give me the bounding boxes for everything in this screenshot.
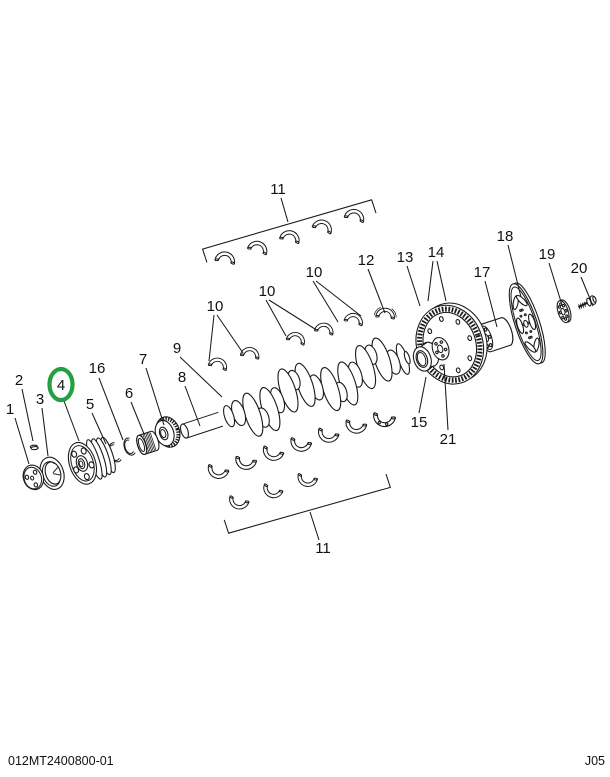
highlight-ring	[47, 366, 75, 403]
bearing-shell	[287, 436, 313, 455]
bearing-shell	[285, 329, 308, 347]
part-21-hub-bolt-circle	[431, 336, 450, 361]
bearing-shell-with-holes	[371, 412, 395, 428]
bearing-shell	[214, 249, 238, 266]
part-15-pilot-bore	[412, 341, 440, 372]
callout-10a[interactable]: 10	[207, 298, 224, 315]
callout-8[interactable]: 8	[178, 369, 186, 386]
bearing-shell	[295, 472, 319, 490]
bearing-shell	[343, 418, 368, 436]
bearing-shell	[233, 455, 258, 472]
bearing-shell	[205, 463, 230, 482]
bearing-shell-row-bottom	[226, 472, 319, 512]
part-17-adapter	[478, 317, 514, 353]
part-1-end-flange	[22, 464, 45, 491]
bearing-shell	[259, 444, 285, 464]
part-12-thrust-bearing	[373, 306, 397, 320]
callout-21[interactable]: 21	[440, 431, 457, 448]
callouts: 1 2 3 4 5 16 6 7 8 9 10 10 10 11 11 12 1…	[6, 181, 588, 557]
bearing-shell-row-top	[214, 206, 367, 266]
bearing-shell	[313, 320, 336, 337]
callout-15[interactable]: 15	[411, 414, 428, 431]
part-18-flexplate	[508, 282, 546, 365]
callout-4-highlighted[interactable]: 4	[57, 377, 65, 394]
callout-6[interactable]: 6	[125, 385, 133, 402]
document-number: 012MT2400800-01	[8, 754, 114, 768]
part-16-ring	[123, 437, 136, 456]
bearing-shell	[226, 494, 250, 512]
callout-20[interactable]: 20	[571, 260, 588, 277]
callout-9[interactable]: 9	[173, 340, 181, 357]
callout-18[interactable]: 18	[497, 228, 514, 245]
callout-3[interactable]: 3	[36, 391, 44, 408]
part-9-crankshaft	[179, 337, 411, 439]
callout-19[interactable]: 19	[539, 246, 556, 263]
page-code: J05	[585, 754, 605, 768]
group-bracket-top	[201, 199, 377, 263]
callout-5[interactable]: 5	[86, 396, 94, 413]
callout-11-bottom[interactable]: 11	[315, 540, 331, 557]
callout-17[interactable]: 17	[474, 264, 491, 281]
part-4-pulley	[67, 436, 116, 485]
bearing-shell	[315, 427, 340, 446]
part-8-crank-nose	[179, 411, 224, 439]
bearing-shell	[278, 227, 303, 245]
callout-10c[interactable]: 10	[306, 264, 323, 281]
callout-2[interactable]: 2	[15, 372, 23, 389]
callout-10b[interactable]: 10	[259, 283, 276, 300]
bearing-shell	[207, 355, 230, 372]
callout-7[interactable]: 7	[139, 351, 147, 368]
bearing-shell	[311, 216, 335, 235]
callout-16[interactable]: 16	[89, 360, 106, 377]
callout-14[interactable]: 14	[428, 244, 445, 261]
part-20-bolt	[577, 295, 597, 310]
callout-11-top[interactable]: 11	[270, 181, 286, 198]
part-2-key	[29, 444, 39, 451]
exploded-assembly	[22, 199, 597, 534]
callout-12[interactable]: 12	[358, 252, 375, 269]
part-6-sleeve-bearing	[136, 430, 160, 456]
bearing-shell	[246, 238, 271, 256]
part-13-flywheel	[412, 302, 488, 385]
bearing-shell	[343, 310, 366, 327]
leader-lines	[14, 197, 594, 541]
group-bracket-bottom	[223, 473, 392, 534]
bearing-shell	[260, 482, 284, 502]
callout-1[interactable]: 1	[6, 401, 14, 418]
callout-13[interactable]: 13	[397, 249, 414, 266]
part-19-retainer-plate	[556, 299, 572, 324]
bearing-shell	[343, 206, 367, 224]
